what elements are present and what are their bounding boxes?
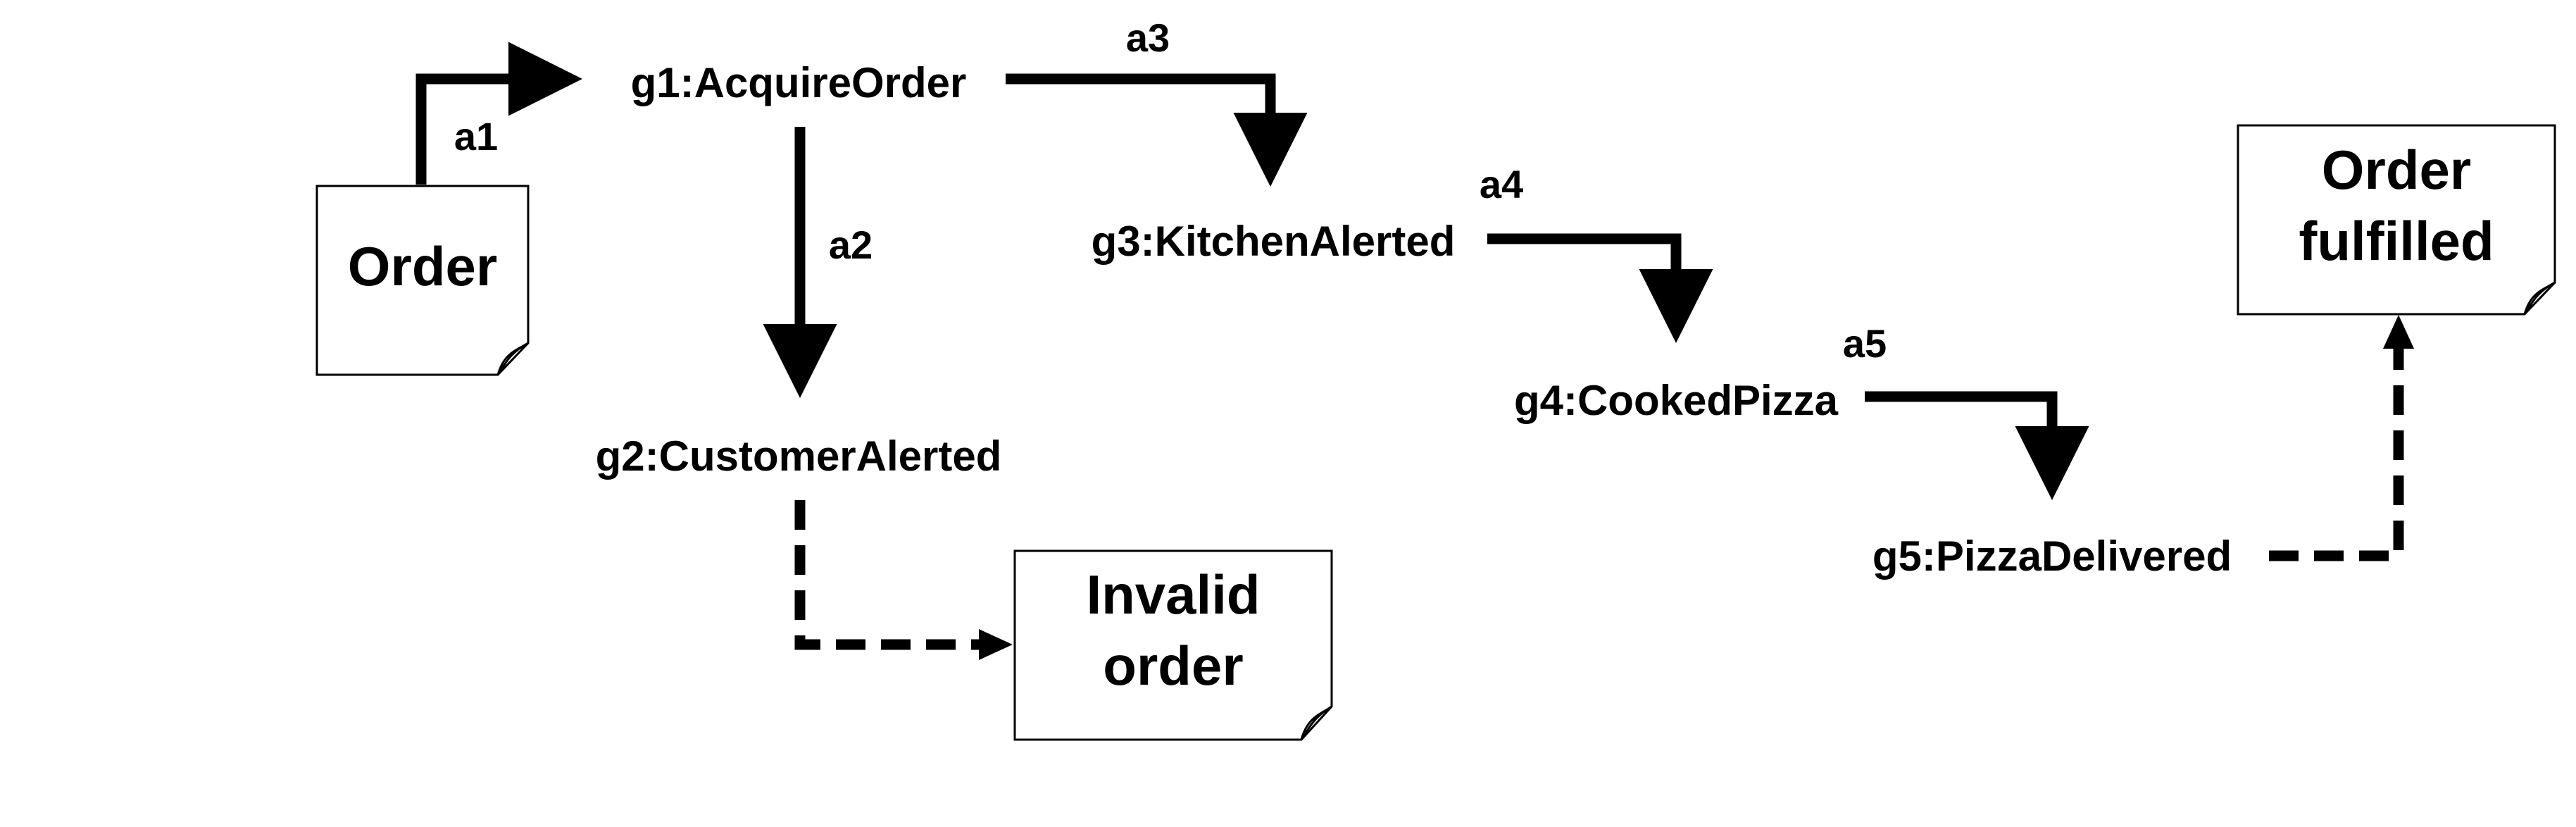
- action-a2: a2: [828, 223, 873, 267]
- action-a5: a5: [1842, 321, 1887, 366]
- note-invalid-order: [1013, 549, 1333, 741]
- edge-g5-order-fulfilled: [2269, 345, 2404, 561]
- note-order: [315, 185, 530, 376]
- note-order-text: Order: [317, 186, 528, 348]
- action-a3: a3: [1125, 15, 1170, 60]
- edge-a4: [1487, 233, 1713, 343]
- arrowhead-invalid-order: [979, 629, 1013, 660]
- note-invalid-order-line-2: order: [1103, 635, 1244, 697]
- goal-g1: g1:AcquireOrder: [630, 59, 967, 106]
- action-a1: a1: [454, 114, 499, 158]
- edge-a1: [415, 42, 582, 185]
- note-order-fulfilled-text: Order fulfilled: [2238, 125, 2555, 286]
- goal-g5: g5:PizzaDelivered: [1872, 533, 2232, 580]
- note-order-fulfilled: [2237, 124, 2556, 316]
- edge-a3: [1006, 73, 1308, 187]
- goal-g4: g4:CookedPizza: [1513, 377, 1839, 424]
- note-order-line-1: Order: [347, 235, 498, 298]
- edge-a5: [1865, 391, 2089, 500]
- edge-g2-invalid-order: [794, 500, 993, 650]
- action-a4: a4: [1479, 162, 1524, 206]
- note-order-fulfilled-line-2: fulfilled: [2299, 210, 2494, 272]
- arrowhead-order-fulfilled: [2383, 315, 2414, 349]
- note-invalid-order-line-1: Invalid: [1086, 563, 1261, 626]
- goal-g3: g3:KitchenAlerted: [1091, 218, 1456, 265]
- note-invalid-order-text: Invalid order: [1015, 551, 1332, 710]
- note-order-fulfilled-line-1: Order: [2321, 138, 2472, 201]
- goal-g2: g2:CustomerAlerted: [595, 433, 1002, 480]
